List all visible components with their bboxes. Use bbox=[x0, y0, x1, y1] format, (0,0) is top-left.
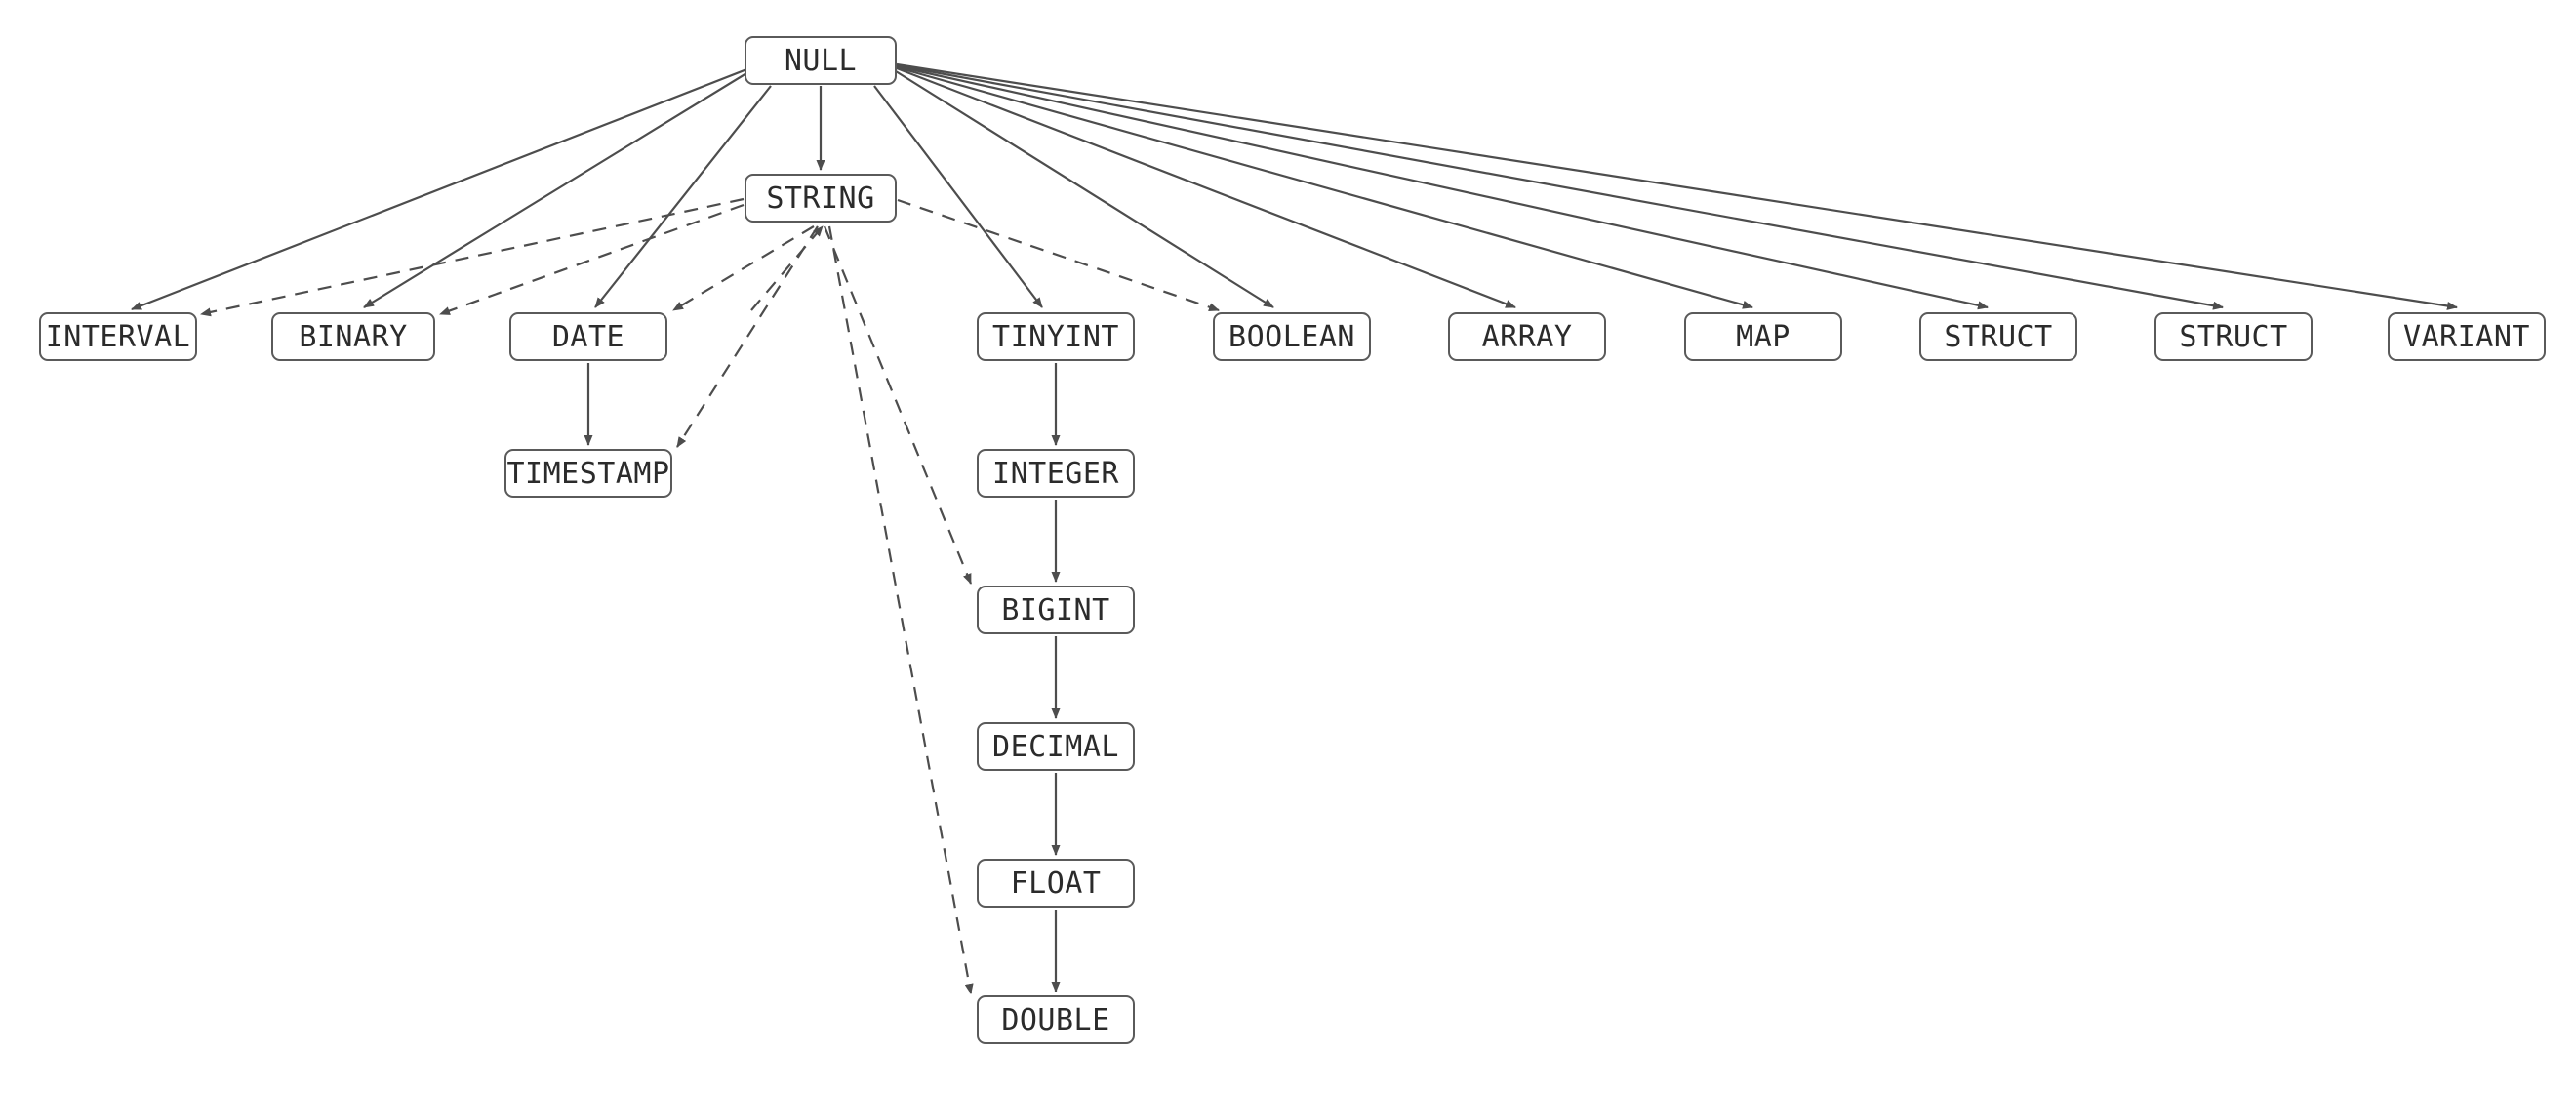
node-label: ARRAY bbox=[1481, 319, 1573, 354]
node-integer[interactable]: INTEGER bbox=[977, 449, 1135, 498]
edge-string-to-boolean bbox=[897, 198, 1220, 312]
node-interval[interactable]: INTERVAL bbox=[39, 312, 197, 361]
node-decimal[interactable]: DECIMAL bbox=[977, 722, 1135, 771]
edge-string-to-interval bbox=[200, 197, 745, 317]
node-null[interactable]: NULL bbox=[745, 36, 897, 85]
edge-date-to-string bbox=[750, 225, 824, 311]
edge-string-to-double bbox=[827, 225, 974, 994]
edge-null-to-interval bbox=[131, 66, 750, 311]
edge-string-to-binary bbox=[439, 203, 745, 316]
node-binary[interactable]: BINARY bbox=[271, 312, 435, 361]
edge-null-to-date bbox=[594, 85, 772, 308]
node-label: DATE bbox=[551, 319, 625, 354]
node-timestamp[interactable]: TIMESTAMP bbox=[504, 449, 672, 498]
node-label: BOOLEAN bbox=[1228, 319, 1355, 354]
node-label: TIMESTAMP bbox=[506, 456, 670, 491]
node-struct2[interactable]: STRUCT bbox=[2154, 312, 2313, 361]
node-double[interactable]: DOUBLE bbox=[977, 995, 1135, 1044]
node-label: BIGINT bbox=[1001, 592, 1110, 627]
edge-string-to-date bbox=[672, 225, 815, 311]
edge-null-to-binary bbox=[363, 69, 752, 308]
node-struct1[interactable]: STRUCT bbox=[1919, 312, 2077, 361]
node-label: STRING bbox=[766, 181, 875, 216]
node-bigint[interactable]: BIGINT bbox=[977, 586, 1135, 634]
node-label: NULL bbox=[784, 43, 858, 78]
node-tinyint[interactable]: TINYINT bbox=[977, 312, 1135, 361]
node-label: INTEGER bbox=[992, 456, 1119, 491]
node-variant[interactable]: VARIANT bbox=[2388, 312, 2546, 361]
node-date[interactable]: DATE bbox=[509, 312, 667, 361]
node-label: STRUCT bbox=[1944, 319, 2053, 354]
node-label: BINARY bbox=[299, 319, 408, 354]
edge-null-to-array bbox=[896, 66, 1516, 309]
node-label: FLOAT bbox=[1010, 866, 1102, 901]
edge-null-to-tinyint bbox=[873, 85, 1043, 308]
node-map[interactable]: MAP bbox=[1684, 312, 1842, 361]
node-label: DECIMAL bbox=[992, 729, 1119, 764]
node-label: DOUBLE bbox=[1001, 1002, 1110, 1037]
edge-null-to-boolean bbox=[895, 70, 1274, 308]
edge-null-to-map bbox=[896, 65, 1753, 309]
edge-string-to-bigint bbox=[823, 225, 973, 585]
node-float[interactable]: FLOAT bbox=[977, 859, 1135, 908]
edge-null-to-variant bbox=[896, 62, 2458, 310]
node-boolean[interactable]: BOOLEAN bbox=[1213, 312, 1371, 361]
node-label: VARIANT bbox=[2403, 319, 2530, 354]
node-string[interactable]: STRING bbox=[745, 174, 897, 223]
node-label: MAP bbox=[1736, 319, 1791, 354]
node-array[interactable]: ARRAY bbox=[1448, 312, 1606, 361]
node-label: INTERVAL bbox=[45, 319, 191, 354]
edge-null-to-struct2 bbox=[896, 63, 2224, 310]
edge-string-to-timestamp bbox=[676, 225, 819, 448]
node-label: TINYINT bbox=[992, 319, 1119, 354]
edge-null-to-struct1 bbox=[896, 64, 1989, 310]
node-label: STRUCT bbox=[2179, 319, 2288, 354]
